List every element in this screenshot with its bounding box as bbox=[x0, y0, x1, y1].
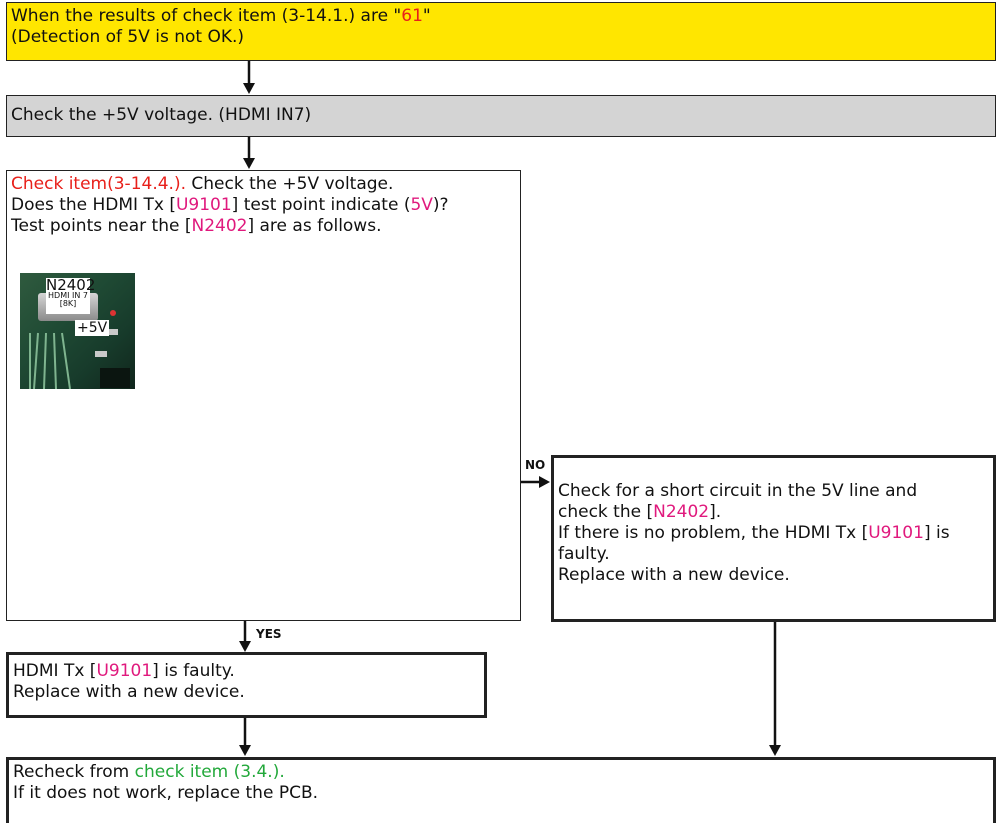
connector-label: N2402 HDMI IN 7 [8K] bbox=[46, 278, 90, 314]
final-line-2: If it does not work, replace the PCB. bbox=[13, 783, 989, 804]
yes-line-2: Replace with a new device. bbox=[13, 682, 480, 703]
branch-no-label: NO bbox=[525, 458, 545, 472]
arrow-down-to-final-right bbox=[767, 622, 783, 758]
check-item-box: Check item(3-14.4.). Check the +5V volta… bbox=[6, 170, 521, 621]
board-photo: N2402 HDMI IN 7 [8K] +5V bbox=[20, 273, 135, 389]
no-line-5: Replace with a new device. bbox=[558, 565, 989, 586]
arrow-down-1 bbox=[241, 61, 257, 95]
faulty-device-box: HDMI Tx [U9101] is faulty. Replace with … bbox=[6, 652, 487, 718]
test-point-5v-label: +5V bbox=[75, 320, 109, 336]
check-line-3: Test points near the [N2402] are as foll… bbox=[11, 216, 516, 237]
condition-box: When the results of check item (3-14.1.)… bbox=[6, 2, 996, 61]
part-u9101-3: U9101 bbox=[96, 661, 152, 681]
part-n2402: N2402 bbox=[191, 216, 247, 236]
voltage-check-box: Check the +5V voltage. (HDMI IN7) bbox=[6, 95, 996, 137]
no-line-3: If there is no problem, the HDMI Tx [U91… bbox=[558, 523, 989, 544]
error-code: 61 bbox=[401, 6, 423, 26]
arrow-down-yes bbox=[237, 621, 253, 653]
arrow-right-no bbox=[521, 474, 551, 490]
branch-yes-label: YES bbox=[256, 627, 282, 641]
no-line-4: faulty. bbox=[558, 544, 989, 565]
no-line-2: check the [N2402]. bbox=[558, 502, 989, 523]
arrow-down-2 bbox=[241, 137, 257, 170]
condition-line-2: (Detection of 5V is not OK.) bbox=[11, 27, 991, 48]
voltage-check-text: Check the +5V voltage. (HDMI IN7) bbox=[11, 105, 311, 125]
check-item-ref: Check item(3-14.4.). bbox=[11, 174, 186, 194]
part-u9101: U9101 bbox=[176, 195, 232, 215]
check-line-1: Check item(3-14.4.). Check the +5V volta… bbox=[11, 174, 516, 195]
arrow-down-to-final-left bbox=[237, 718, 253, 758]
recheck-ref: check item (3.4.). bbox=[135, 762, 285, 782]
no-line-1: Check for a short circuit in the 5V line… bbox=[558, 481, 989, 502]
check-line-2: Does the HDMI Tx [U9101] test point indi… bbox=[11, 195, 516, 216]
voltage-value: 5V bbox=[410, 195, 432, 215]
yes-line-1: HDMI Tx [U9101] is faulty. bbox=[13, 661, 480, 682]
part-n2402-2: N2402 bbox=[653, 502, 709, 522]
final-line-1: Recheck from check item (3.4.). bbox=[13, 762, 989, 783]
part-u9101-2: U9101 bbox=[868, 523, 924, 543]
short-circuit-box: Check for a short circuit in the 5V line… bbox=[551, 455, 996, 622]
condition-line-1: When the results of check item (3-14.1.)… bbox=[11, 6, 991, 27]
recheck-box: Recheck from check item (3.4.). If it do… bbox=[6, 757, 996, 823]
